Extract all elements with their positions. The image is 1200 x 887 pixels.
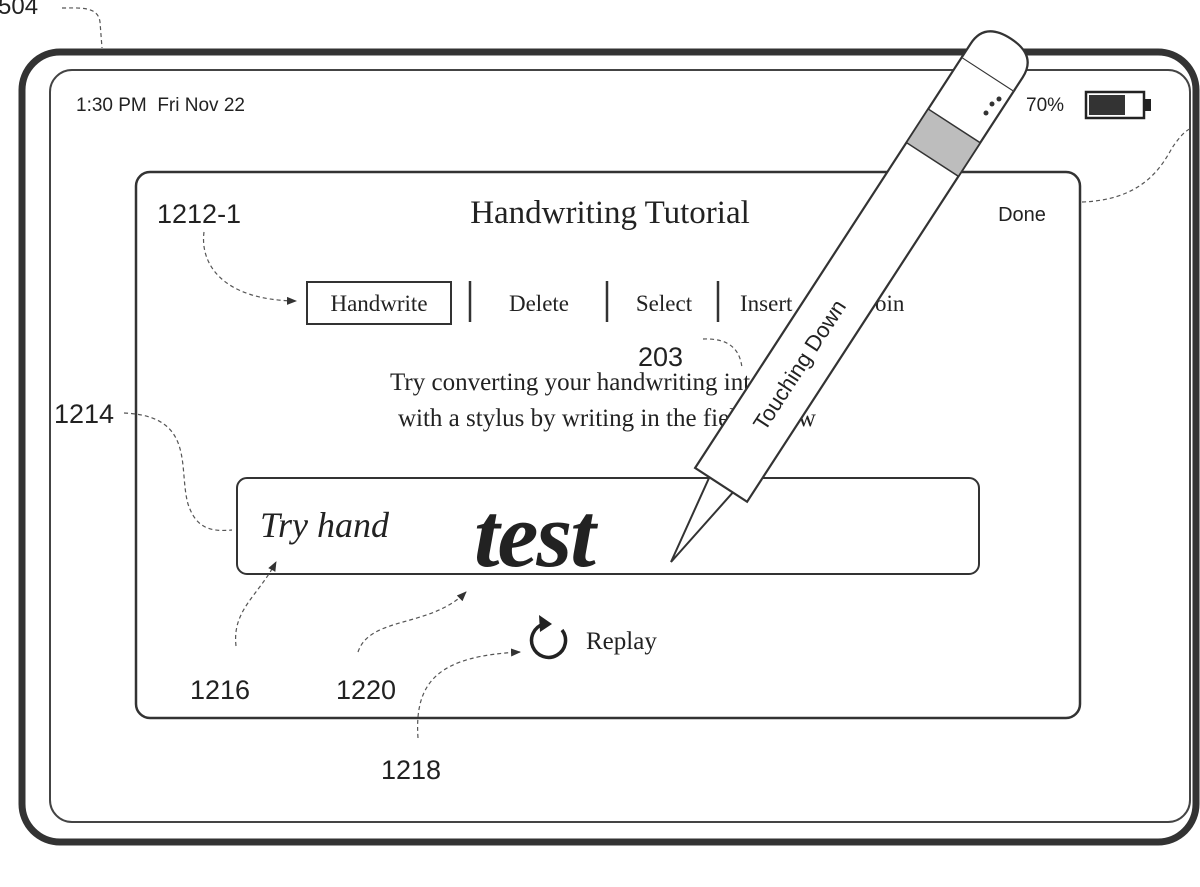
tab-handwrite[interactable]: Handwrite: [330, 291, 427, 316]
battery-percent: 70%: [1026, 95, 1064, 116]
status-time-date: 1:30 PM Fri Nov 22: [76, 95, 245, 116]
ref-replay-label: 1218: [381, 755, 441, 785]
ref-device-label: 504: [0, 0, 38, 20]
typed-sample-text: Try hand: [260, 505, 390, 545]
ref-device-leader: [62, 8, 102, 48]
dialog-title: Handwriting Tutorial: [470, 195, 750, 231]
battery-icon: [1086, 92, 1151, 118]
tab-insert[interactable]: Insert: [740, 291, 793, 316]
battery-fill: [1089, 95, 1125, 115]
ref-screen-leader: [1082, 128, 1192, 202]
ref-typed-label: 1216: [190, 675, 250, 705]
ink-handwriting-text: test: [474, 484, 598, 586]
done-button[interactable]: Done: [998, 204, 1046, 226]
ref-ink-label: 1220: [336, 675, 396, 705]
ref-stylus-label: 203: [638, 342, 683, 372]
tab-select[interactable]: Select: [636, 291, 693, 316]
ref-sample-label: 1214: [54, 399, 114, 429]
ref-tabs-label: 1212-1: [157, 199, 241, 229]
replay-label: Replay: [586, 628, 657, 655]
tab-delete[interactable]: Delete: [509, 291, 569, 316]
